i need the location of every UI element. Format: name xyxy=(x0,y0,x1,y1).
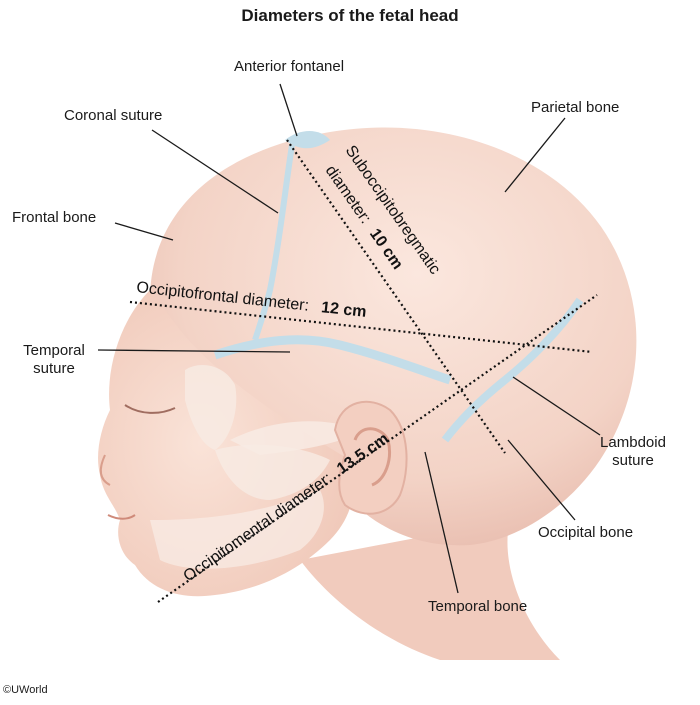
occipitomental-diameter-line xyxy=(157,294,598,603)
leader-temporal-suture xyxy=(97,349,291,353)
leader-temporal-bone xyxy=(424,451,459,594)
maxilla-bone xyxy=(215,444,330,500)
label-temporal-suture-line1: Temporal xyxy=(23,342,85,359)
ear-shape xyxy=(333,400,408,515)
suboccipitobregmatic-diameter-line xyxy=(286,139,506,454)
leader-coronal-suture xyxy=(151,129,279,214)
leader-parietal-bone xyxy=(504,117,566,193)
credit-text: ©UWorld xyxy=(3,684,48,696)
coronal-suture-line xyxy=(252,144,295,341)
leader-anterior-fontanel xyxy=(279,83,298,137)
mouth-shape xyxy=(107,514,136,520)
label-lambdoid-suture: Lambdoid suture xyxy=(598,434,668,470)
label-temporal-suture-line2: suture xyxy=(33,360,75,377)
label-coronal-suture: Coronal suture xyxy=(64,107,163,124)
leader-lambdoid-suture xyxy=(512,376,601,436)
label-frontal-bone: Frontal bone xyxy=(12,209,97,226)
temporal-suture-line xyxy=(213,335,452,385)
label-lambdoid-suture-line2: suture xyxy=(612,452,654,469)
neck-shape xyxy=(300,520,560,660)
label-lambdoid-suture-line1: Lambdoid xyxy=(600,434,666,451)
zygomatic-bone xyxy=(230,421,360,455)
label-temporal-bone: Temporal bone xyxy=(428,598,528,615)
nose-shape xyxy=(99,454,111,486)
mandible-bone xyxy=(150,490,324,569)
leader-occipital-bone xyxy=(507,439,576,521)
label-temporal-suture: Temporal suture xyxy=(18,342,90,378)
leader-frontal-bone xyxy=(114,222,174,241)
diagram-title: Diameters of the fetal head xyxy=(241,6,459,25)
closed-eye xyxy=(124,404,176,414)
orbit-bone xyxy=(185,365,237,450)
label-anterior-fontanel: Anterior fontanel xyxy=(234,58,345,75)
label-occipital-bone: Occipital bone xyxy=(538,524,634,541)
label-parietal-bone: Parietal bone xyxy=(531,99,620,116)
lambdoid-suture-line xyxy=(441,297,584,443)
